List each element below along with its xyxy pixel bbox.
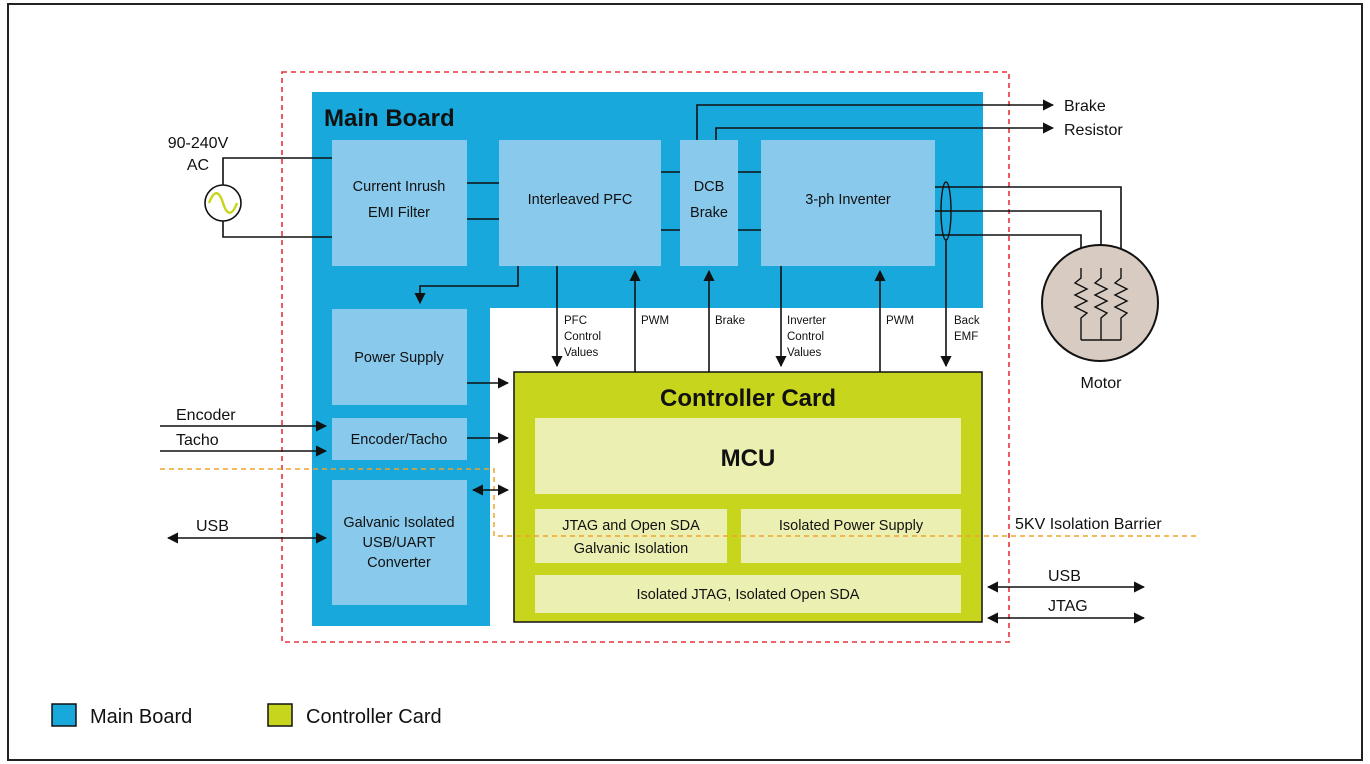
ac-wire-top [222, 157, 332, 185]
encoder-tacho-block [332, 418, 467, 460]
usb-left-label: USB [196, 518, 229, 535]
back-emf-label-2: EMF [954, 331, 978, 343]
inverter-control-label-1: Inverter [787, 315, 826, 327]
encoder-tacho-label: Encoder/Tacho [351, 432, 448, 448]
motor-phase-a [935, 186, 1122, 268]
current-inrush-label-2: EMI Filter [368, 205, 430, 221]
galvanic-label-3: Converter [367, 555, 431, 571]
mcu-label: MCU [721, 445, 776, 472]
power-supply-label: Power Supply [354, 350, 444, 366]
ac-voltage-label-2: AC [187, 157, 209, 174]
motor-winding-b [1093, 268, 1109, 340]
usb-right-label: USB [1048, 568, 1081, 585]
motor-winding-c [1113, 268, 1129, 340]
pwm-label-1: PWM [641, 315, 669, 327]
pwm-label-2: PWM [886, 315, 914, 327]
ac-voltage-label-1: 90-240V [168, 135, 229, 152]
inverter-control-label-3: Values [787, 347, 822, 359]
pfc-power-supply-wire [414, 266, 519, 305]
motor-label: Motor [1081, 375, 1123, 392]
galvanic-label-2: USB/UART [362, 535, 435, 551]
isolation-barrier-label: 5KV Isolation Barrier [1015, 516, 1162, 533]
pfc-block [499, 140, 661, 266]
pfc-label: Interleaved PFC [528, 192, 633, 208]
legend-controller-label: Controller Card [306, 706, 442, 728]
jtag-right-label: JTAG [1048, 598, 1088, 615]
jtag-open-label-1: JTAG and Open SDA [562, 518, 700, 534]
pfc-control-label-2: Control [564, 331, 601, 343]
legend-main-board-swatch [51, 703, 77, 727]
brake-resistor-label-1: Brake [1064, 98, 1106, 115]
inverter-control-label-2: Control [787, 331, 824, 343]
brake-resistor-label-2: Resistor [1064, 122, 1123, 139]
jtag-open-label-2: Galvanic Isolation [574, 541, 688, 557]
inverter-label: 3-ph Inventer [805, 192, 891, 208]
encoder-label: Encoder [176, 407, 236, 424]
current-inrush-block [332, 140, 467, 266]
isolated-jtag-block [535, 575, 961, 613]
brake-resistor-wire-2 [715, 122, 1055, 140]
brake-signal-label: Brake [715, 315, 745, 327]
main-board-title: Main Board [324, 105, 455, 132]
legend-controller-swatch [267, 703, 293, 727]
jtag-open-sda-block [535, 509, 727, 563]
motor-winding-a [1073, 268, 1089, 340]
isolated-jtag-label: Isolated JTAG, Isolated Open SDA [637, 587, 860, 603]
isolated-power-label: Isolated Power Supply [779, 518, 924, 534]
dcb-brake-block [680, 140, 738, 266]
ac-sine-icon [207, 192, 239, 214]
dcb-label-2: Brake [690, 205, 728, 221]
isolation-boundary [281, 71, 1010, 643]
inverter-block [761, 140, 935, 266]
galvanic-usb-block [332, 480, 467, 605]
pfc-control-label-1: PFC [564, 315, 587, 327]
legend-main-board-label: Main Board [90, 706, 192, 728]
pfc-control-label-3: Values [564, 347, 599, 359]
outer-frame [7, 3, 1363, 761]
current-inrush-label-1: Current Inrush [353, 179, 446, 195]
ac-wire-bottom [222, 221, 332, 238]
tacho-label: Tacho [176, 432, 219, 449]
mcu-block [535, 418, 961, 494]
back-emf-label-1: Back [954, 315, 980, 327]
motor-icon [1041, 244, 1159, 362]
controller-card-title: Controller Card [660, 385, 836, 412]
power-supply-block [332, 309, 467, 405]
galvanic-label-1: Galvanic Isolated [343, 515, 454, 531]
brake-resistor-wire-1 [696, 99, 1055, 140]
isolation-barrier-line [160, 468, 1200, 537]
dcb-label-1: DCB [694, 179, 725, 195]
